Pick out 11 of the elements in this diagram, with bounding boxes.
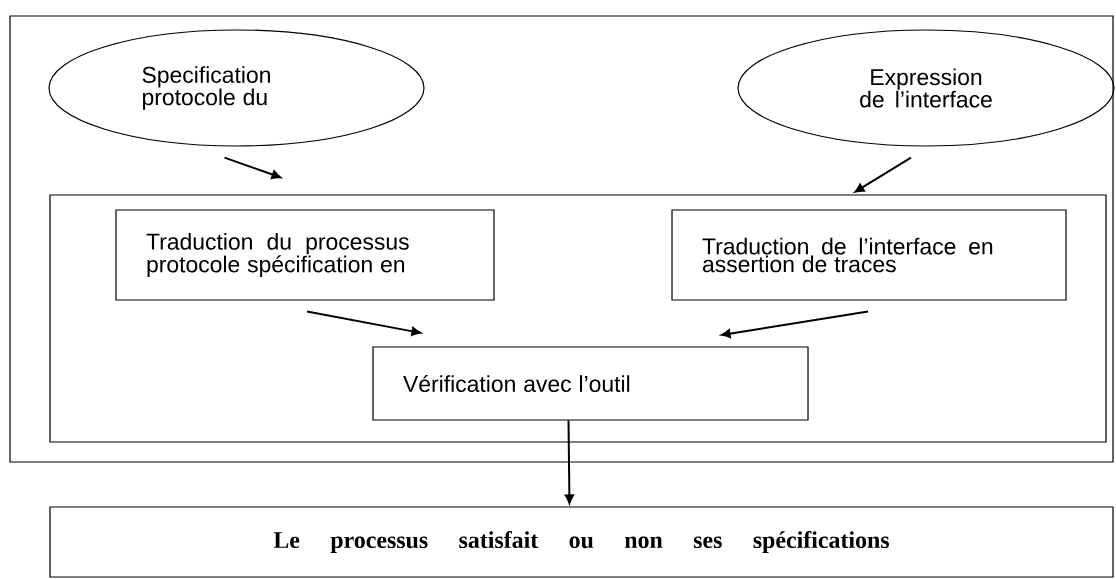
arrow	[721, 310, 869, 339]
process-box: Traduction du processus protocole spécification en	[115, 209, 495, 301]
arrow	[564, 419, 574, 504]
arrow	[306, 310, 422, 336]
frame-box	[49, 194, 1107, 443]
arrow	[854, 156, 912, 193]
process-box: Vérification avec l’outil	[372, 346, 809, 421]
result-box: Le processus satisfait ou non ses spécifications	[49, 506, 1114, 578]
arrow	[223, 156, 282, 180]
frame-box	[9, 15, 1114, 463]
process-box: Traduction de l’interface en assertion de traces	[671, 209, 1067, 301]
